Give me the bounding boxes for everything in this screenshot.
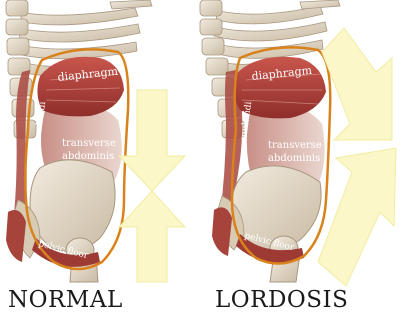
up-arrow — [119, 191, 185, 282]
down-right-arrow — [322, 28, 392, 140]
pressure-arrows-normal — [119, 90, 185, 282]
panel-normal: diaphragm multifidi transverse abdominis… — [6, 0, 185, 282]
up-right-arrow — [318, 148, 396, 286]
label-transverse: transverse — [62, 138, 116, 149]
caption-normal: NORMAL — [8, 287, 123, 313]
label-abdominis: abdominis — [62, 151, 114, 162]
pressure-arrows-lordosis — [318, 28, 396, 286]
label-abdominis: abdominis — [268, 153, 320, 164]
gluteal-muscle — [6, 210, 26, 262]
panel-lordosis: diaphragm multifidi transverse abdominis… — [200, 0, 396, 286]
label-transverse: transverse — [268, 140, 322, 151]
caption-lordosis: LORDOSIS — [215, 287, 348, 313]
gluteal-muscle — [212, 207, 232, 256]
pelvis-bone — [30, 160, 115, 251]
